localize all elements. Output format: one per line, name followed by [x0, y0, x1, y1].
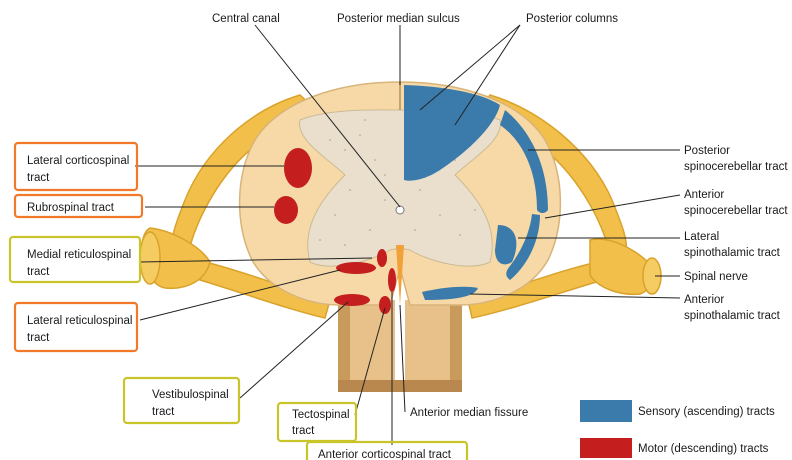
- vestibulospinal-tract: [379, 296, 391, 314]
- label-anterior-median-fissure: Anterior median fissure: [410, 407, 528, 419]
- label-anterior-spinothalamic-1: Anterior: [684, 294, 724, 306]
- label-lateral-reticulospinal-2: tract: [27, 332, 50, 344]
- lead-anterior-median-fissure: [400, 305, 405, 412]
- label-anterior-spinocerebellar-1: Anterior: [684, 189, 724, 201]
- stump-base: [338, 380, 462, 392]
- label-anterior-corticospinal: Anterior corticospinal tract: [318, 449, 452, 460]
- label-tectospinal-1: Tectospinal: [292, 409, 350, 421]
- medial-reticulospinal-tract-b: [377, 249, 387, 267]
- label-rubrospinal: Rubrospinal tract: [27, 202, 115, 214]
- label-anterior-spinothalamic-2: spinothalamic tract: [684, 310, 781, 322]
- label-lateral-corticospinal-2: tract: [27, 172, 50, 184]
- tectospinal-tract: [388, 268, 396, 292]
- label-central-canal: Central canal: [212, 13, 280, 25]
- lateral-corticospinal-tract: [284, 148, 312, 188]
- legend-sensory-swatch: [580, 400, 632, 422]
- left-spinal-nerve-end: [140, 232, 160, 284]
- central-canal: [396, 206, 404, 214]
- right-spinal-nerve: [590, 239, 652, 294]
- lead-vestibulospinal: [240, 302, 348, 398]
- medial-reticulospinal-tract-a: [336, 262, 376, 274]
- label-lateral-reticulospinal-1: Lateral reticulospinal: [27, 315, 132, 327]
- label-spinal-nerve: Spinal nerve: [684, 271, 748, 283]
- legend-motor-swatch: [580, 438, 632, 458]
- label-vestibulospinal-1: Vestibulospinal: [152, 389, 229, 401]
- label-vestibulospinal-2: tract: [152, 406, 175, 418]
- label-lateral-spinothalamic-1: Lateral: [684, 231, 719, 243]
- label-lateral-corticospinal-1: Lateral corticospinal: [27, 155, 129, 167]
- label-lateral-spinothalamic-2: spinothalamic tract: [684, 247, 781, 259]
- label-tectospinal-2: tract: [292, 425, 315, 437]
- label-posterior-spinocerebellar-2: spinocerebellar tract: [684, 161, 788, 173]
- label-posterior-median-sulcus: Posterior median sulcus: [337, 13, 460, 25]
- legend-sensory-label: Sensory (ascending) tracts: [638, 406, 775, 418]
- label-medial-reticulospinal-1: Medial reticulospinal: [27, 249, 131, 261]
- label-posterior-spinocerebellar-1: Posterior: [684, 145, 730, 157]
- label-posterior-columns: Posterior columns: [526, 13, 618, 25]
- lateral-reticulospinal-tract: [334, 294, 370, 306]
- rubrospinal-tract: [274, 196, 298, 224]
- legend-motor-label: Motor (descending) tracts: [638, 443, 769, 455]
- label-anterior-spinocerebellar-2: spinocerebellar tract: [684, 205, 788, 217]
- label-medial-reticulospinal-2: tract: [27, 266, 50, 278]
- legend: Sensory (ascending) tracts Motor (descen…: [580, 400, 775, 458]
- right-stump-face: [405, 300, 450, 380]
